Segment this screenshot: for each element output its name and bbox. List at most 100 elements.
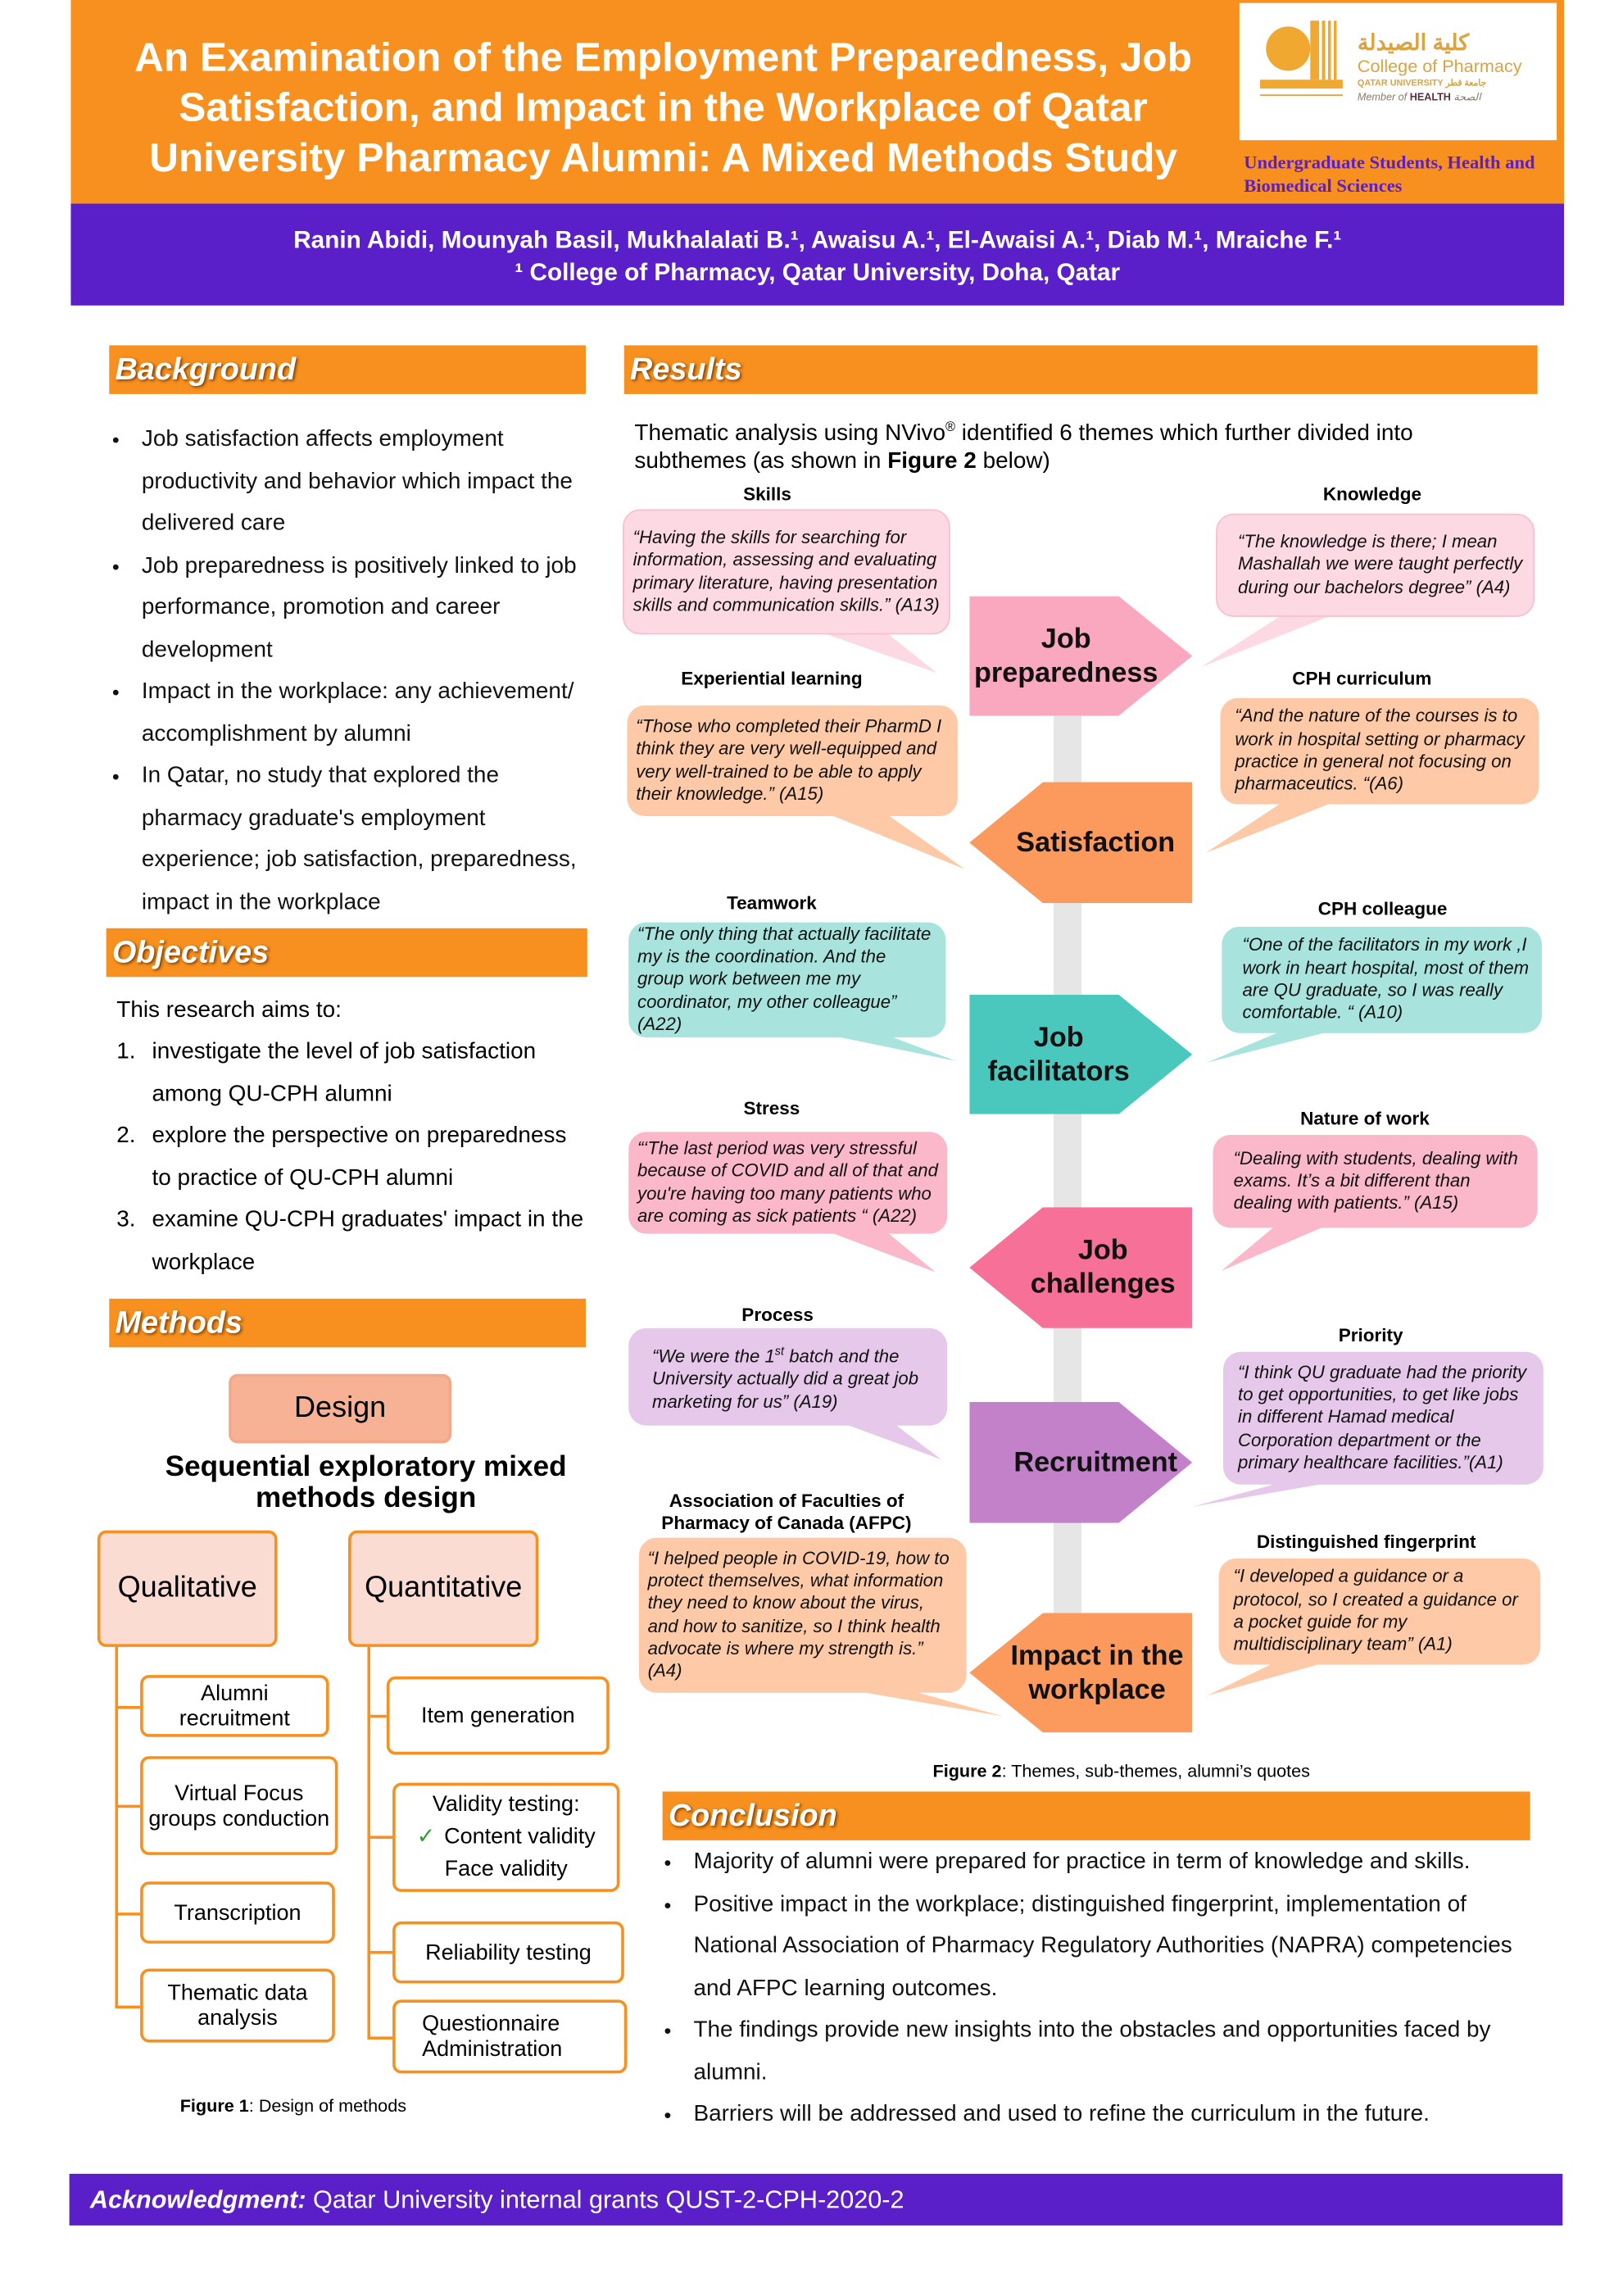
list-item: In Qatar, no study that explored the pha…	[109, 756, 588, 923]
figure-1-caption: Figure 1: Design of methods	[180, 2095, 406, 2116]
content-validity-label: Content validity	[444, 1824, 596, 1849]
subtheme-label: CPH curriculum	[1292, 668, 1432, 690]
logo-member-health: HEALTH	[1409, 93, 1451, 104]
theme-label: Impact in the workplace	[1010, 1640, 1184, 1706]
methods-heading: Methods	[109, 1298, 586, 1348]
quant-connector	[367, 1646, 371, 2039]
item-text: examine QU-CPH graduates' impact in the …	[152, 1207, 584, 1275]
list-item: Majority of alumni were prepared for pra…	[661, 1842, 1517, 1884]
quote-bubble: “We were the 1st batch and the Universit…	[628, 1327, 948, 1426]
bubble-tail	[1192, 1482, 1335, 1507]
results-intro: Thematic analysis using NVivo® identifie…	[634, 413, 1490, 475]
list-item: The findings provide new insights into t…	[661, 2010, 1517, 2094]
quant-step: Reliability testing	[392, 1921, 624, 1984]
list-item: 3. examine QU-CPH graduates' impact in th…	[116, 1200, 588, 1284]
quote-sup: st	[774, 1344, 785, 1358]
subtheme-label: Teamwork	[727, 892, 817, 914]
subtheme-label: Nature of work	[1300, 1108, 1430, 1129]
theme-label: Job preparedness	[973, 623, 1158, 689]
quote-bubble: “The knowledge is there; I mean Mashalla…	[1216, 513, 1535, 617]
acknowledgment-text: Qatar University internal grants QUST-2-…	[306, 2185, 904, 2214]
acknowledgment-label: Acknowledgment:	[89, 2185, 306, 2214]
quant-step: Item generation	[386, 1676, 610, 1755]
subtheme-label: Stress	[743, 1097, 800, 1119]
category-label: Undergraduate Students, Health and Biome…	[1244, 152, 1535, 197]
connector	[367, 1950, 393, 1954]
subtheme-label: Skills	[743, 483, 791, 505]
caption-label: Figure 1	[179, 2095, 249, 2117]
authors: Ranin Abidi, Mounyah Basil, Mukhalalati …	[293, 227, 1342, 254]
intro-figure-ref: Figure 2	[887, 448, 977, 474]
logo-university: QATAR UNIVERSITY جامعة قطر	[1357, 79, 1487, 89]
qual-step: Virtual Focus groups conduction	[140, 1756, 338, 1855]
logo-member: Member of HEALTH الصحة	[1358, 92, 1481, 103]
theme-label: Satisfaction	[1016, 827, 1176, 859]
connector	[115, 2005, 141, 2009]
list-item: Positive impact in the workplace; distin…	[661, 1884, 1517, 2010]
quote-bubble: “Dealing with students, dealing with exa…	[1213, 1134, 1538, 1228]
bubble-tail	[1222, 1224, 1328, 1271]
checkmark-icon: ✓	[416, 1824, 436, 1849]
quote-bubble: “And the nature of the courses is to wor…	[1220, 697, 1539, 805]
list-item: Job satisfaction affects employment prod…	[109, 419, 588, 545]
theme-label: Recruitment	[1013, 1446, 1178, 1478]
quote-part: batch and the University actually did a …	[652, 1345, 919, 1412]
objectives-list: 1.investigate the level of job satisfact…	[116, 1032, 588, 1284]
quote-bubble: “The only thing that actually facilitate…	[628, 922, 946, 1038]
objectives-intro: This research aims to:	[116, 997, 342, 1023]
quote-part: “We were the 1	[652, 1345, 775, 1367]
subtheme-label: Association of Faculties of Pharmacy of …	[661, 1491, 912, 1534]
intro-text: Thematic analysis using NVivo	[634, 420, 946, 447]
validity-box: Validity testing: ✓ Content validity Face…	[392, 1782, 620, 1892]
bubble-tail	[818, 631, 937, 674]
logo-member-arabic: الصحة	[1453, 93, 1481, 104]
subtheme-label: Distinguished fingerprint	[1256, 1531, 1476, 1553]
design-type: Sequential exploratory mixed methods des…	[165, 1450, 567, 1514]
registered-mark: ®	[945, 419, 956, 434]
face-validity: Face validity	[444, 1856, 568, 1882]
objectives-heading: Objectives	[106, 928, 587, 978]
background-heading: Background	[109, 345, 586, 394]
quote-bubble: “Having the skills for searching for inf…	[623, 509, 950, 635]
theme-label: Job facilitators	[987, 1022, 1130, 1087]
bubble-tail	[826, 1231, 936, 1273]
quote-bubble: “I developed a guidance or a protocol, s…	[1218, 1558, 1541, 1665]
bubble-tail	[841, 1423, 942, 1460]
quote-bubble: “I think QU graduate had the priority to…	[1223, 1351, 1544, 1485]
acknowledgment-bar: Acknowledgment: Qatar University interna…	[69, 2173, 1563, 2226]
qual-step: Thematic data analysis	[140, 1968, 335, 2043]
subtheme-label: Priority	[1338, 1325, 1403, 1346]
logo-building-icon	[1310, 20, 1337, 80]
item-number: 3.	[116, 1207, 136, 1232]
bubble-tail	[826, 813, 965, 869]
connector	[367, 1714, 387, 1718]
logo-arabic: كلية الصيدلة	[1357, 30, 1470, 57]
theme-label: Job challenges	[1030, 1235, 1176, 1300]
quote-text: “We were the 1st batch and the Universit…	[652, 1340, 938, 1413]
quote-bubble: “One of the facilitators in my work ,I w…	[1222, 927, 1543, 1033]
poster-title: An Examination of the Employment Prepare…	[134, 34, 1192, 180]
validity-title: Validity testing:	[432, 1791, 580, 1817]
qual-step: Transcription	[140, 1881, 335, 1944]
list-item: 2.explore the perspective on preparednes…	[116, 1116, 588, 1200]
background-list: Job satisfaction affects employment prod…	[109, 419, 588, 923]
intro-text: identified 6 themes which further divide…	[634, 420, 1413, 474]
logo-emblem-icon	[1266, 26, 1311, 71]
caption-text: : Design of methods	[248, 2095, 407, 2117]
list-item: 1.investigate the level of job satisfact…	[116, 1032, 588, 1116]
qualitative-box: Qualitative	[97, 1530, 278, 1647]
connector	[115, 1705, 141, 1709]
authors-band: Ranin Abidi, Mounyah Basil, Mukhalalati …	[70, 203, 1565, 306]
results-heading: Results	[623, 345, 1538, 394]
figure-2-caption: Figure 2: Themes, sub-themes, alumni’s q…	[827, 1761, 1417, 1781]
item-text: investigate the level of job satisfactio…	[152, 1038, 537, 1106]
bubble-tail	[826, 1034, 957, 1061]
logo-member-prefix: Member of	[1357, 93, 1408, 104]
item-text: explore the perspective on preparedness …	[152, 1123, 567, 1191]
quant-step: Questionnaire Administration	[392, 1999, 628, 2074]
connector	[115, 1913, 141, 1916]
quantitative-box: Quantitative	[348, 1530, 539, 1647]
connector	[367, 2036, 393, 2040]
college-logo: كلية الصيدلة College of Pharmacy QATAR U…	[1239, 2, 1557, 141]
